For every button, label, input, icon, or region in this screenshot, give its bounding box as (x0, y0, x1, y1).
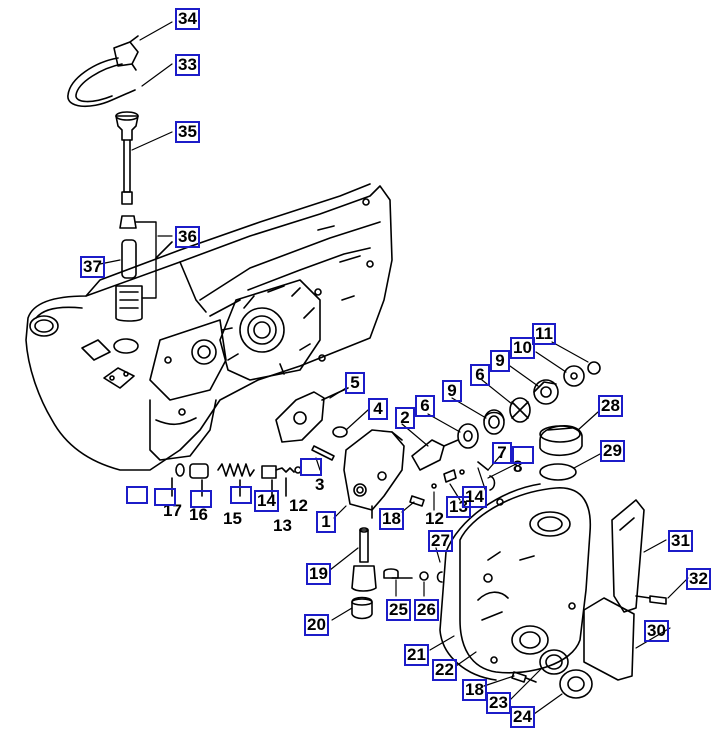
callout-28: 28 (598, 395, 623, 417)
filler-ring (113, 338, 139, 354)
empty-callout-box (512, 446, 534, 464)
empty-callout-box (126, 486, 148, 504)
callout-17: 17 (163, 501, 182, 520)
callout-18b: 18 (462, 679, 487, 701)
callout-2: 2 (395, 407, 415, 429)
tank-filler (29, 315, 59, 337)
callout-4: 4 (368, 398, 388, 420)
callout-34: 34 (175, 8, 200, 30)
seal-6a (457, 423, 479, 449)
empty-callout-box (154, 488, 176, 506)
spring-15 (217, 463, 255, 477)
plate-30 (583, 597, 635, 681)
callout-16: 16 (189, 505, 208, 524)
crankcase-housing (25, 183, 393, 471)
callout-30: 30 (644, 620, 669, 642)
callout-25: 25 (386, 599, 411, 621)
callout-29: 29 (600, 440, 625, 462)
hose-19 (359, 529, 369, 563)
callout-19: 19 (306, 563, 331, 585)
ring-11 (587, 361, 601, 375)
washer-9a (483, 409, 505, 435)
callout-15: 15 (223, 509, 242, 528)
callout-23: 23 (486, 692, 511, 714)
callout-12b: 12 (289, 496, 308, 515)
o-ring-29 (539, 463, 577, 481)
strainer-cap (119, 215, 137, 229)
fuel-filter (115, 285, 143, 322)
pickup-tube (123, 139, 131, 193)
oil-pump-body (343, 429, 405, 519)
fuel-hose-assembly (67, 35, 173, 322)
callout-26: 26 (414, 599, 439, 621)
callout-7: 7 (492, 442, 512, 464)
screw-18b (511, 671, 527, 683)
callout-3: 3 (315, 475, 325, 494)
cover-plate-5 (275, 391, 325, 443)
plug-16 (189, 463, 209, 479)
callout-14b: 14 (254, 490, 279, 512)
label-plate (81, 339, 111, 361)
empty-callout-box (230, 486, 252, 504)
bearing-seat (239, 307, 285, 353)
seal-23 (539, 649, 569, 675)
callout-18a: 18 (379, 508, 404, 530)
callout-8: 8 (513, 457, 523, 476)
guard-31 (611, 499, 645, 613)
seal-6b (509, 397, 531, 423)
valve-14 (261, 465, 277, 479)
callout-14a: 14 (462, 486, 487, 508)
callout-33: 33 (175, 54, 200, 76)
callout-35: 35 (175, 121, 200, 143)
grommet-35 (115, 115, 139, 141)
callout-22: 22 (432, 659, 457, 681)
callout-24: 24 (510, 706, 535, 728)
callout-31: 31 (668, 530, 693, 552)
screw-25 (383, 568, 399, 579)
leader-lines (99, 21, 689, 715)
callout-21: 21 (404, 644, 429, 666)
callout-37: 37 (80, 256, 105, 278)
fuel-hose (67, 57, 136, 108)
washer-10 (563, 365, 585, 387)
callout-36: 36 (175, 226, 200, 248)
clip-27 (436, 571, 443, 583)
callout-9b: 9 (490, 350, 510, 372)
callout-6a: 6 (415, 395, 435, 417)
callout-9a: 9 (442, 380, 462, 402)
cap-24 (559, 669, 593, 699)
callout-20: 20 (304, 614, 329, 636)
hose-fitting-34 (113, 41, 139, 67)
screw-32 (649, 595, 667, 605)
washer-26 (419, 571, 429, 581)
callout-12a: 12 (425, 509, 444, 528)
callout-6b: 6 (470, 364, 490, 386)
oil-cap-28 (539, 425, 583, 457)
empty-callout-box (190, 490, 212, 508)
callout-5: 5 (345, 372, 365, 394)
pin-3 (311, 445, 335, 461)
grommet-20 (351, 596, 373, 620)
empty-callout-box (300, 458, 322, 476)
callout-32: 32 (686, 568, 711, 590)
callout-1: 1 (316, 511, 336, 533)
callout-11: 11 (532, 323, 556, 345)
strainer-body (121, 239, 137, 279)
seal-4 (332, 426, 348, 438)
callout-27: 27 (428, 530, 453, 552)
fitting-2 (411, 439, 445, 471)
o-ring-17 (175, 463, 185, 477)
callout-13b: 13 (273, 516, 292, 535)
callout-10: 10 (510, 337, 535, 359)
